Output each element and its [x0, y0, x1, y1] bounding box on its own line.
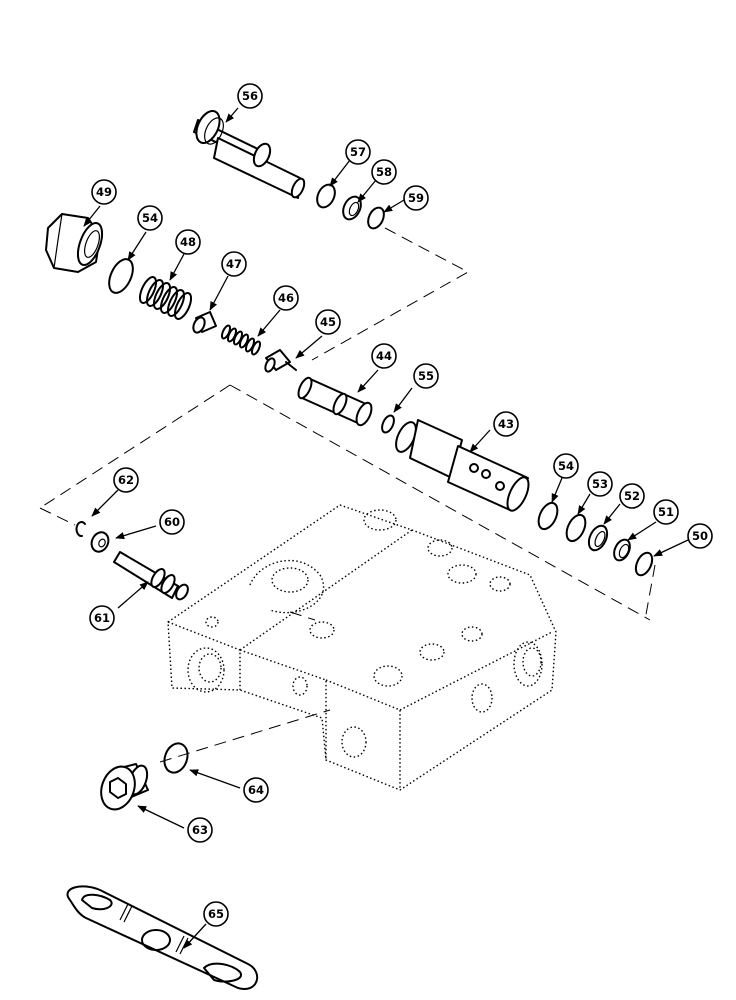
callout-52-label: 52 — [624, 489, 640, 503]
part-52-washer — [587, 524, 609, 552]
callout-50: 50 — [687, 523, 713, 549]
callout-46: 46 — [273, 285, 299, 311]
callout-55: 55 — [413, 363, 439, 389]
callout-61-label: 61 — [94, 611, 110, 625]
callout-57-label: 57 — [350, 145, 366, 159]
callout-45-label: 45 — [320, 315, 336, 329]
callout-51: 51 — [653, 499, 679, 525]
part-63-plug — [100, 763, 149, 811]
callout-47: 47 — [221, 251, 247, 277]
callout-54-upper: 54 — [137, 205, 163, 231]
part-45-poppet — [264, 349, 297, 373]
part-50-ring — [634, 551, 654, 577]
part-54-o-ring-upper — [108, 258, 134, 294]
callout-43: 43 — [493, 411, 519, 437]
callout-59: 59 — [403, 185, 429, 211]
part-65-plate — [66, 885, 259, 991]
callout-53: 53 — [587, 471, 613, 497]
callout-58-label: 58 — [376, 165, 392, 179]
callout-57: 57 — [345, 139, 371, 165]
callout-52: 52 — [619, 483, 645, 509]
callout-54-upper-label: 54 — [142, 211, 158, 225]
callout-64-label: 64 — [248, 783, 264, 797]
callout-65: 65 — [203, 901, 229, 927]
callout-46-label: 46 — [278, 291, 294, 305]
part-56-piston — [193, 110, 306, 199]
callout-44-label: 44 — [376, 349, 392, 363]
part-55-ring — [381, 414, 395, 434]
callout-49-label: 49 — [96, 185, 112, 199]
callout-65-label: 65 — [208, 907, 224, 921]
callout-48-label: 48 — [180, 235, 196, 249]
part-62-retaining-clip — [75, 521, 86, 537]
part-57-ring — [316, 183, 336, 209]
callout-54-lower-label: 54 — [558, 459, 574, 473]
callout-62: 62 — [113, 467, 139, 493]
assembly-guide-lines — [39, 227, 656, 763]
callout-50-label: 50 — [692, 529, 708, 543]
part-48-spring — [138, 276, 193, 320]
part-59-ring — [367, 206, 385, 230]
part-47-seat — [192, 311, 217, 334]
callout-63: 63 — [187, 817, 213, 843]
callout-61: 61 — [89, 605, 115, 631]
callout-49: 49 — [91, 179, 117, 205]
part-58-washer — [342, 195, 362, 221]
callout-60-label: 60 — [164, 515, 180, 529]
part-46-small-spring — [220, 324, 262, 356]
part-49-hex-nut — [45, 213, 104, 273]
callout-47-label: 47 — [226, 257, 242, 271]
part-60-spacer — [90, 531, 110, 553]
callout-53-label: 53 — [592, 477, 608, 491]
callout-63-label: 63 — [192, 823, 208, 837]
callout-55-label: 55 — [418, 369, 434, 383]
callout-45: 45 — [315, 309, 341, 335]
part-51-washer — [613, 538, 631, 562]
callout-43-label: 43 — [498, 417, 514, 431]
valve-housing — [167, 504, 557, 791]
part-61-plunger — [113, 551, 189, 601]
part-64-o-ring — [163, 742, 189, 774]
part-44-sleeve — [297, 376, 373, 427]
callout-56-label: 56 — [242, 89, 258, 103]
part-43-valve-cartridge — [395, 419, 530, 512]
part-54-o-ring-lower — [537, 501, 559, 531]
callout-54-lower: 54 — [553, 453, 579, 479]
callout-leaders — [83, 107, 689, 949]
part-53-ring — [565, 513, 587, 543]
callout-48: 48 — [175, 229, 201, 255]
callout-44: 44 — [371, 343, 397, 369]
callout-64: 64 — [243, 777, 269, 803]
callout-59-label: 59 — [408, 191, 424, 205]
callout-62-label: 62 — [118, 473, 134, 487]
callout-51-label: 51 — [658, 505, 674, 519]
callout-60: 60 — [159, 509, 185, 535]
callout-58: 58 — [371, 159, 397, 185]
callout-56: 56 — [237, 83, 263, 109]
